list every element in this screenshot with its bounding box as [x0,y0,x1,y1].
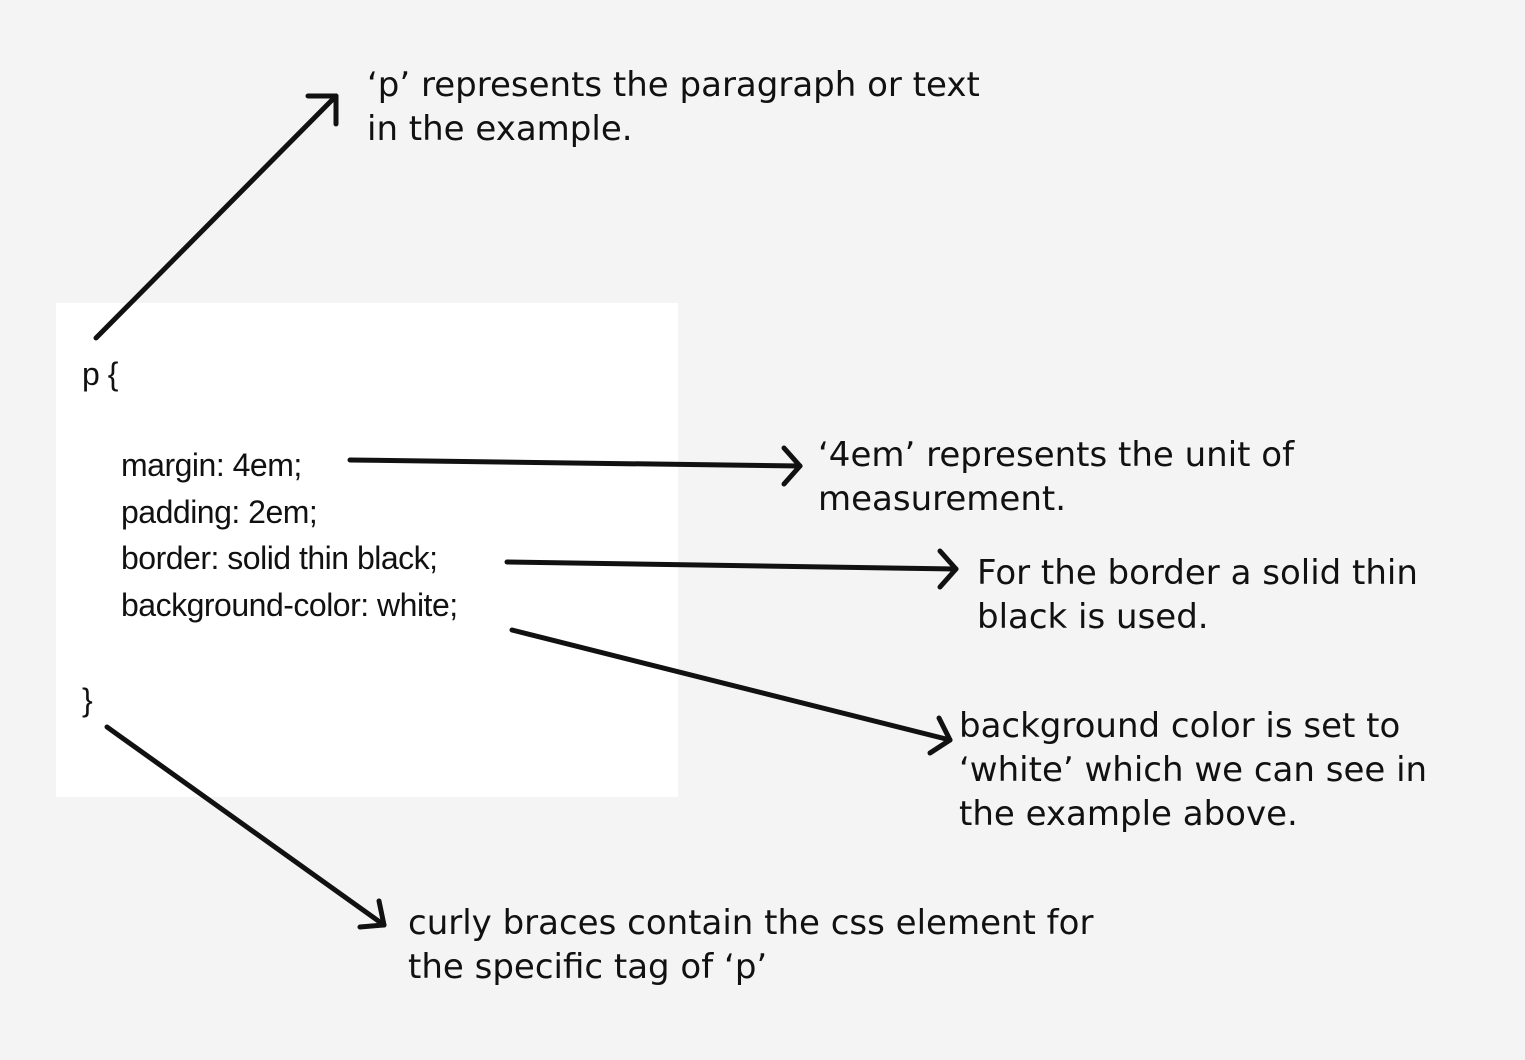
arrow-braces [104,724,387,930]
annotation-border-line: For the border a solid thin [977,553,1418,593]
code-padding-declaration: padding: 2em; [121,494,318,530]
annotation-selector: ‘p’ represents the paragraph or text in … [367,63,980,151]
code-border-declaration: border: solid thin black; [121,540,438,576]
annotation-background: background color is set to ‘white’ which… [959,704,1427,836]
arrow-margin [347,445,803,487]
annotation-border-line: black is used. [977,597,1209,637]
annotation-background-line: the example above. [959,794,1298,834]
annotation-selector-line: ‘p’ represents the paragraph or text [367,65,980,105]
code-close-brace: } [82,682,93,718]
code-selector-open: p { [82,356,118,392]
annotation-background-line: background color is set to [959,706,1401,746]
arrow-selector [93,93,339,341]
annotation-background-line: ‘white’ which we can see in [959,750,1428,790]
code-background-declaration: background-color: white; [121,587,458,623]
annotation-border: For the border a solid thin black is use… [977,551,1418,639]
annotation-braces-line: the specific tag of ‘p’ [408,947,768,987]
arrow-border [504,548,959,590]
annotation-braces-line: curly braces contain the css element for [408,903,1094,943]
arrow-background [509,627,953,756]
annotation-selector-line: in the example. [367,109,633,149]
annotation-braces: curly braces contain the css element for… [408,901,1093,989]
annotation-margin-line: measurement. [818,479,1067,519]
annotation-margin: ‘4em’ represents the unit of measurement… [818,433,1294,521]
css-code-block [56,303,678,797]
annotation-margin-line: ‘4em’ represents the unit of [818,435,1295,475]
code-margin-declaration: margin: 4em; [121,447,302,483]
